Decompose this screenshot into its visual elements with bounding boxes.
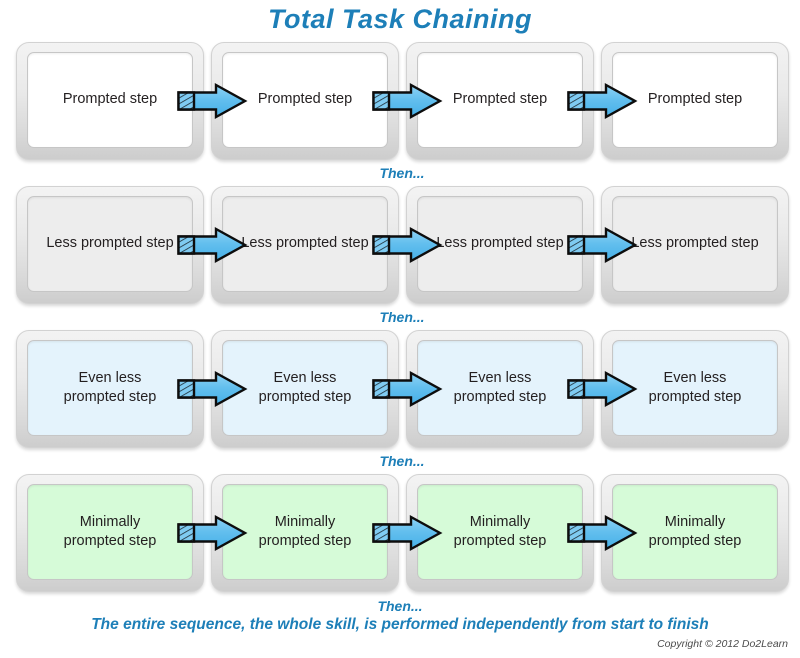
then-separator-label: Then... (379, 165, 425, 181)
step-box[interactable]: Less prompted step (601, 186, 789, 304)
chain-arrow-icon (176, 514, 248, 552)
chain-arrow-icon (566, 226, 638, 264)
chain-arrow-icon (566, 514, 638, 552)
step-box[interactable]: Less prompted step (16, 186, 204, 304)
then-separator: Then... (0, 448, 800, 474)
task-chaining-diagram: Prompted step Prompted step Prompted step P… (0, 42, 800, 592)
then-separator: Then... (0, 304, 800, 330)
chain-row: Prompted step Prompted step Prompted step P… (0, 42, 800, 160)
step-label: Less prompted step (27, 196, 193, 292)
step-box[interactable]: Less prompted step (406, 186, 594, 304)
chain-arrow-icon (176, 82, 248, 120)
chain-arrow-icon (371, 82, 443, 120)
chain-arrow-icon (176, 226, 248, 264)
step-label: Prompted step (27, 52, 193, 148)
footer-then-label: Then... (377, 598, 423, 614)
chain-row: Less prompted step Less prompted step Less… (0, 186, 800, 304)
copyright-notice: Copyright © 2012 Do2Learn (657, 638, 788, 650)
step-label: Prompted step (222, 52, 388, 148)
footer-caption: The entire sequence, the whole skill, is… (91, 616, 709, 633)
chain-arrow-icon (371, 226, 443, 264)
page-title: Total Task Chaining (267, 4, 533, 34)
chain-arrow-icon (566, 82, 638, 120)
step-label: Less prompted step (612, 196, 778, 292)
step-box[interactable]: Prompted step (16, 42, 204, 160)
chain-arrow-icon (566, 370, 638, 408)
step-box[interactable]: Prompted step (601, 42, 789, 160)
step-label: Prompted step (612, 52, 778, 148)
chain-arrow-icon (371, 514, 443, 552)
footer-block: Then... The entire sequence, the whole s… (0, 598, 800, 635)
chain-arrow-icon (176, 370, 248, 408)
then-separator-label: Then... (379, 309, 425, 325)
step-label: Less prompted step (417, 196, 583, 292)
step-label: Prompted step (417, 52, 583, 148)
then-separator-label: Then... (379, 453, 425, 469)
chain-arrow-icon (371, 370, 443, 408)
then-separator: Then... (0, 160, 800, 186)
